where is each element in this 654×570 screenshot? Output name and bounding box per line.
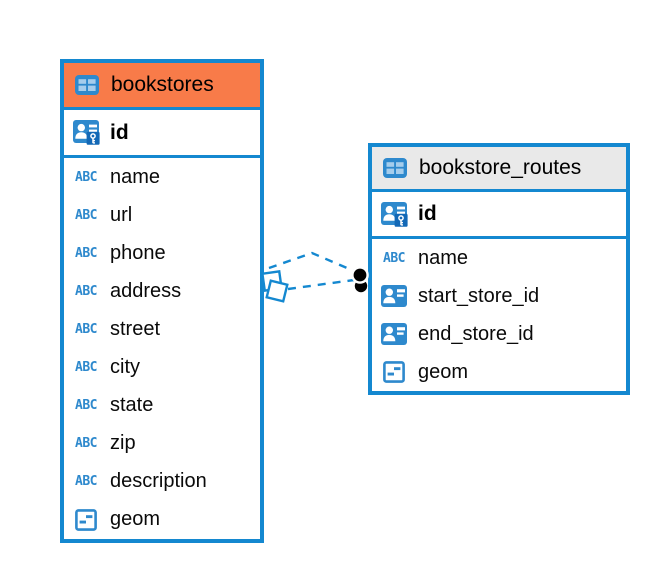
text-type-icon: ABC	[75, 283, 97, 299]
text-type-icon: ABC	[75, 207, 97, 223]
column-label: phone	[110, 241, 166, 264]
geometry-type-icon	[379, 361, 409, 383]
column-list: ABC name ABC url ABC phone ABC address A…	[64, 158, 260, 539]
column-label: name	[110, 165, 161, 188]
column-label: start_store_id	[418, 284, 540, 307]
column-list: ABC name start_store_id	[372, 239, 626, 391]
column-row-geom[interactable]: geom	[64, 500, 260, 539]
primary-key-icon	[71, 120, 101, 145]
relationship-line-lower[interactable]	[287, 278, 355, 291]
table-title: bookstores	[111, 73, 214, 96]
column-row-name[interactable]: ABC name	[372, 239, 626, 277]
column-label: city	[110, 356, 140, 379]
table-bookstores[interactable]: bookstores id A	[60, 59, 264, 543]
text-type-icon: ABC	[75, 436, 97, 452]
column-label-id: id	[110, 120, 129, 144]
column-row-address[interactable]: ABC address	[64, 272, 260, 311]
column-label-id: id	[418, 202, 437, 225]
column-row-id[interactable]: id	[64, 110, 260, 158]
column-row-zip[interactable]: ABC zip	[64, 424, 260, 463]
primary-key-icon	[379, 201, 409, 227]
column-row-phone[interactable]: ABC phone	[64, 234, 260, 273]
text-type-icon: ABC	[75, 360, 97, 376]
table-icon	[72, 75, 102, 95]
column-row-start-store-id[interactable]: start_store_id	[372, 277, 626, 315]
relationship-target-marker[interactable]	[351, 266, 369, 293]
text-type-icon: ABC	[75, 321, 97, 337]
column-row-description[interactable]: ABC description	[64, 462, 260, 501]
column-label: geom	[110, 508, 161, 531]
column-row-end-store-id[interactable]: end_store_id	[372, 315, 626, 353]
foreign-key-icon	[379, 323, 409, 345]
column-label: url	[110, 203, 133, 226]
geometry-type-icon	[71, 508, 101, 531]
column-label: end_store_id	[418, 322, 534, 345]
column-label: name	[418, 246, 469, 269]
text-type-icon: ABC	[75, 474, 97, 490]
foreign-key-icon	[379, 285, 409, 307]
column-row-name[interactable]: ABC name	[64, 158, 260, 197]
relationship-line-upper[interactable]	[268, 251, 355, 273]
text-type-icon: ABC	[75, 398, 97, 414]
column-row-url[interactable]: ABC url	[64, 196, 260, 235]
table-bookstore-routes[interactable]: bookstore_routes id	[368, 143, 630, 395]
table-icon	[380, 158, 410, 178]
relationship-source-marker[interactable]	[261, 270, 289, 303]
column-label: description	[110, 470, 207, 493]
column-label: address	[110, 279, 182, 302]
table-bookstores-header[interactable]: bookstores	[64, 63, 260, 110]
text-type-icon: ABC	[75, 169, 97, 185]
column-row-city[interactable]: ABC city	[64, 348, 260, 387]
column-label: state	[110, 394, 154, 417]
text-type-icon: ABC	[75, 245, 97, 261]
column-row-state[interactable]: ABC state	[64, 386, 260, 425]
text-type-icon: ABC	[383, 250, 405, 266]
table-bookstore-routes-header[interactable]: bookstore_routes	[372, 147, 626, 192]
column-label: zip	[110, 432, 136, 455]
column-row-geom[interactable]: geom	[372, 353, 626, 391]
column-label: street	[110, 317, 161, 340]
column-row-id[interactable]: id	[372, 192, 626, 239]
table-title: bookstore_routes	[419, 156, 582, 179]
column-label: geom	[418, 360, 469, 383]
column-row-street[interactable]: ABC street	[64, 310, 260, 349]
